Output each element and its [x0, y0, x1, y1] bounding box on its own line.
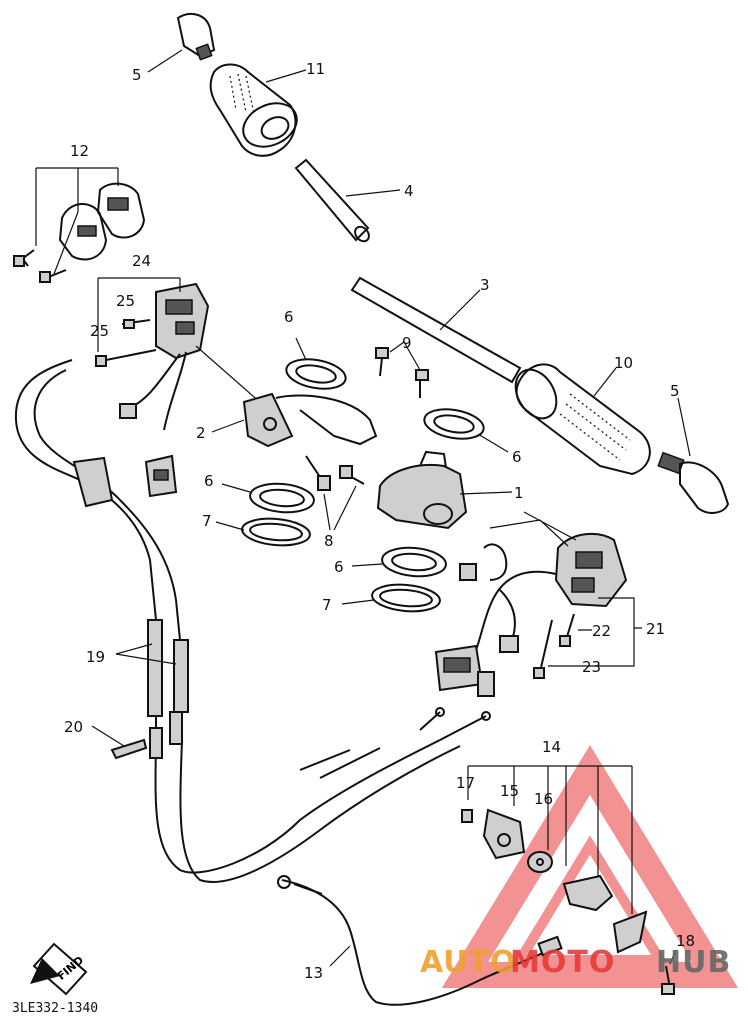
callout-17: 17 — [456, 774, 475, 792]
rubber-ring-4 — [351, 546, 447, 578]
callout-6-upper: 6 — [284, 308, 294, 326]
rubber-ring-3 — [221, 482, 315, 514]
callout-20: 20 — [64, 718, 83, 736]
callout-22: 22 — [592, 622, 611, 640]
switch-assembly-left — [95, 277, 279, 498]
find-arrow-icon: FIND — [30, 942, 88, 996]
plate-2 — [341, 583, 441, 613]
throttle-grip — [209, 63, 307, 157]
callout-15: 15 — [500, 782, 519, 800]
handlebar-holder-lower-left — [211, 392, 378, 448]
callouts: 5 11 12 4 24 3 25 6 25 9 10 5 2 6 6 1 7 … — [64, 60, 695, 982]
switch-assembly-right — [434, 511, 642, 697]
callout-8: 8 — [324, 532, 334, 550]
callout-6-lower: 6 — [334, 558, 344, 576]
callout-14: 14 — [542, 738, 561, 756]
callout-5-right: 5 — [670, 382, 680, 400]
callout-19: 19 — [86, 648, 105, 666]
callout-7-lower: 7 — [322, 596, 332, 614]
watermark-text-auto: AUTO — [420, 945, 517, 980]
callout-1: 1 — [514, 484, 524, 502]
callout-23: 23 — [582, 658, 601, 676]
callout-7-left: 7 — [202, 512, 212, 530]
diagram-reference-code: 3LE332-1340 — [12, 1001, 98, 1016]
throttle-pipe — [294, 158, 401, 243]
callout-25-upper: 25 — [116, 292, 135, 310]
choke-lever-assembly — [461, 765, 677, 995]
switch-housing-left-upper — [13, 167, 146, 283]
master-cylinder — [376, 450, 513, 530]
watermark-text-hub: HUB — [656, 945, 731, 980]
callout-21: 21 — [646, 620, 665, 638]
callout-12: 12 — [70, 142, 89, 160]
bar-end-weight-right — [657, 397, 730, 514]
callout-4: 4 — [404, 182, 414, 200]
watermark-text-moto: MOTO — [510, 945, 615, 980]
bar-end-weight-left — [147, 12, 216, 73]
callout-16: 16 — [534, 790, 553, 808]
callout-6-right: 6 — [512, 448, 522, 466]
rubber-ring-1 — [285, 337, 347, 390]
screws-9 — [375, 341, 429, 398]
rubber-ring-2 — [423, 408, 509, 453]
callout-2: 2 — [196, 424, 206, 442]
callout-3: 3 — [480, 276, 490, 294]
callout-24: 24 — [132, 252, 151, 270]
callout-9: 9 — [402, 334, 412, 352]
callout-13: 13 — [304, 964, 323, 982]
choke-cable — [277, 875, 563, 1006]
callout-25-lower: 25 — [90, 322, 109, 340]
callout-10: 10 — [614, 354, 633, 372]
callout-6-left: 6 — [204, 472, 214, 490]
grip-right — [514, 363, 651, 476]
watermark-text: AUTO MOTO HUB — [420, 945, 731, 980]
watermark-logo — [441, 745, 739, 988]
screws-8 — [305, 455, 365, 531]
handlebar-right — [350, 276, 522, 384]
callout-5-top: 5 — [132, 66, 142, 84]
plate-1 — [215, 517, 311, 547]
throttle-cables — [14, 359, 491, 883]
callout-11: 11 — [306, 60, 325, 78]
cable-clamp — [91, 725, 148, 760]
callout-18: 18 — [676, 932, 695, 950]
